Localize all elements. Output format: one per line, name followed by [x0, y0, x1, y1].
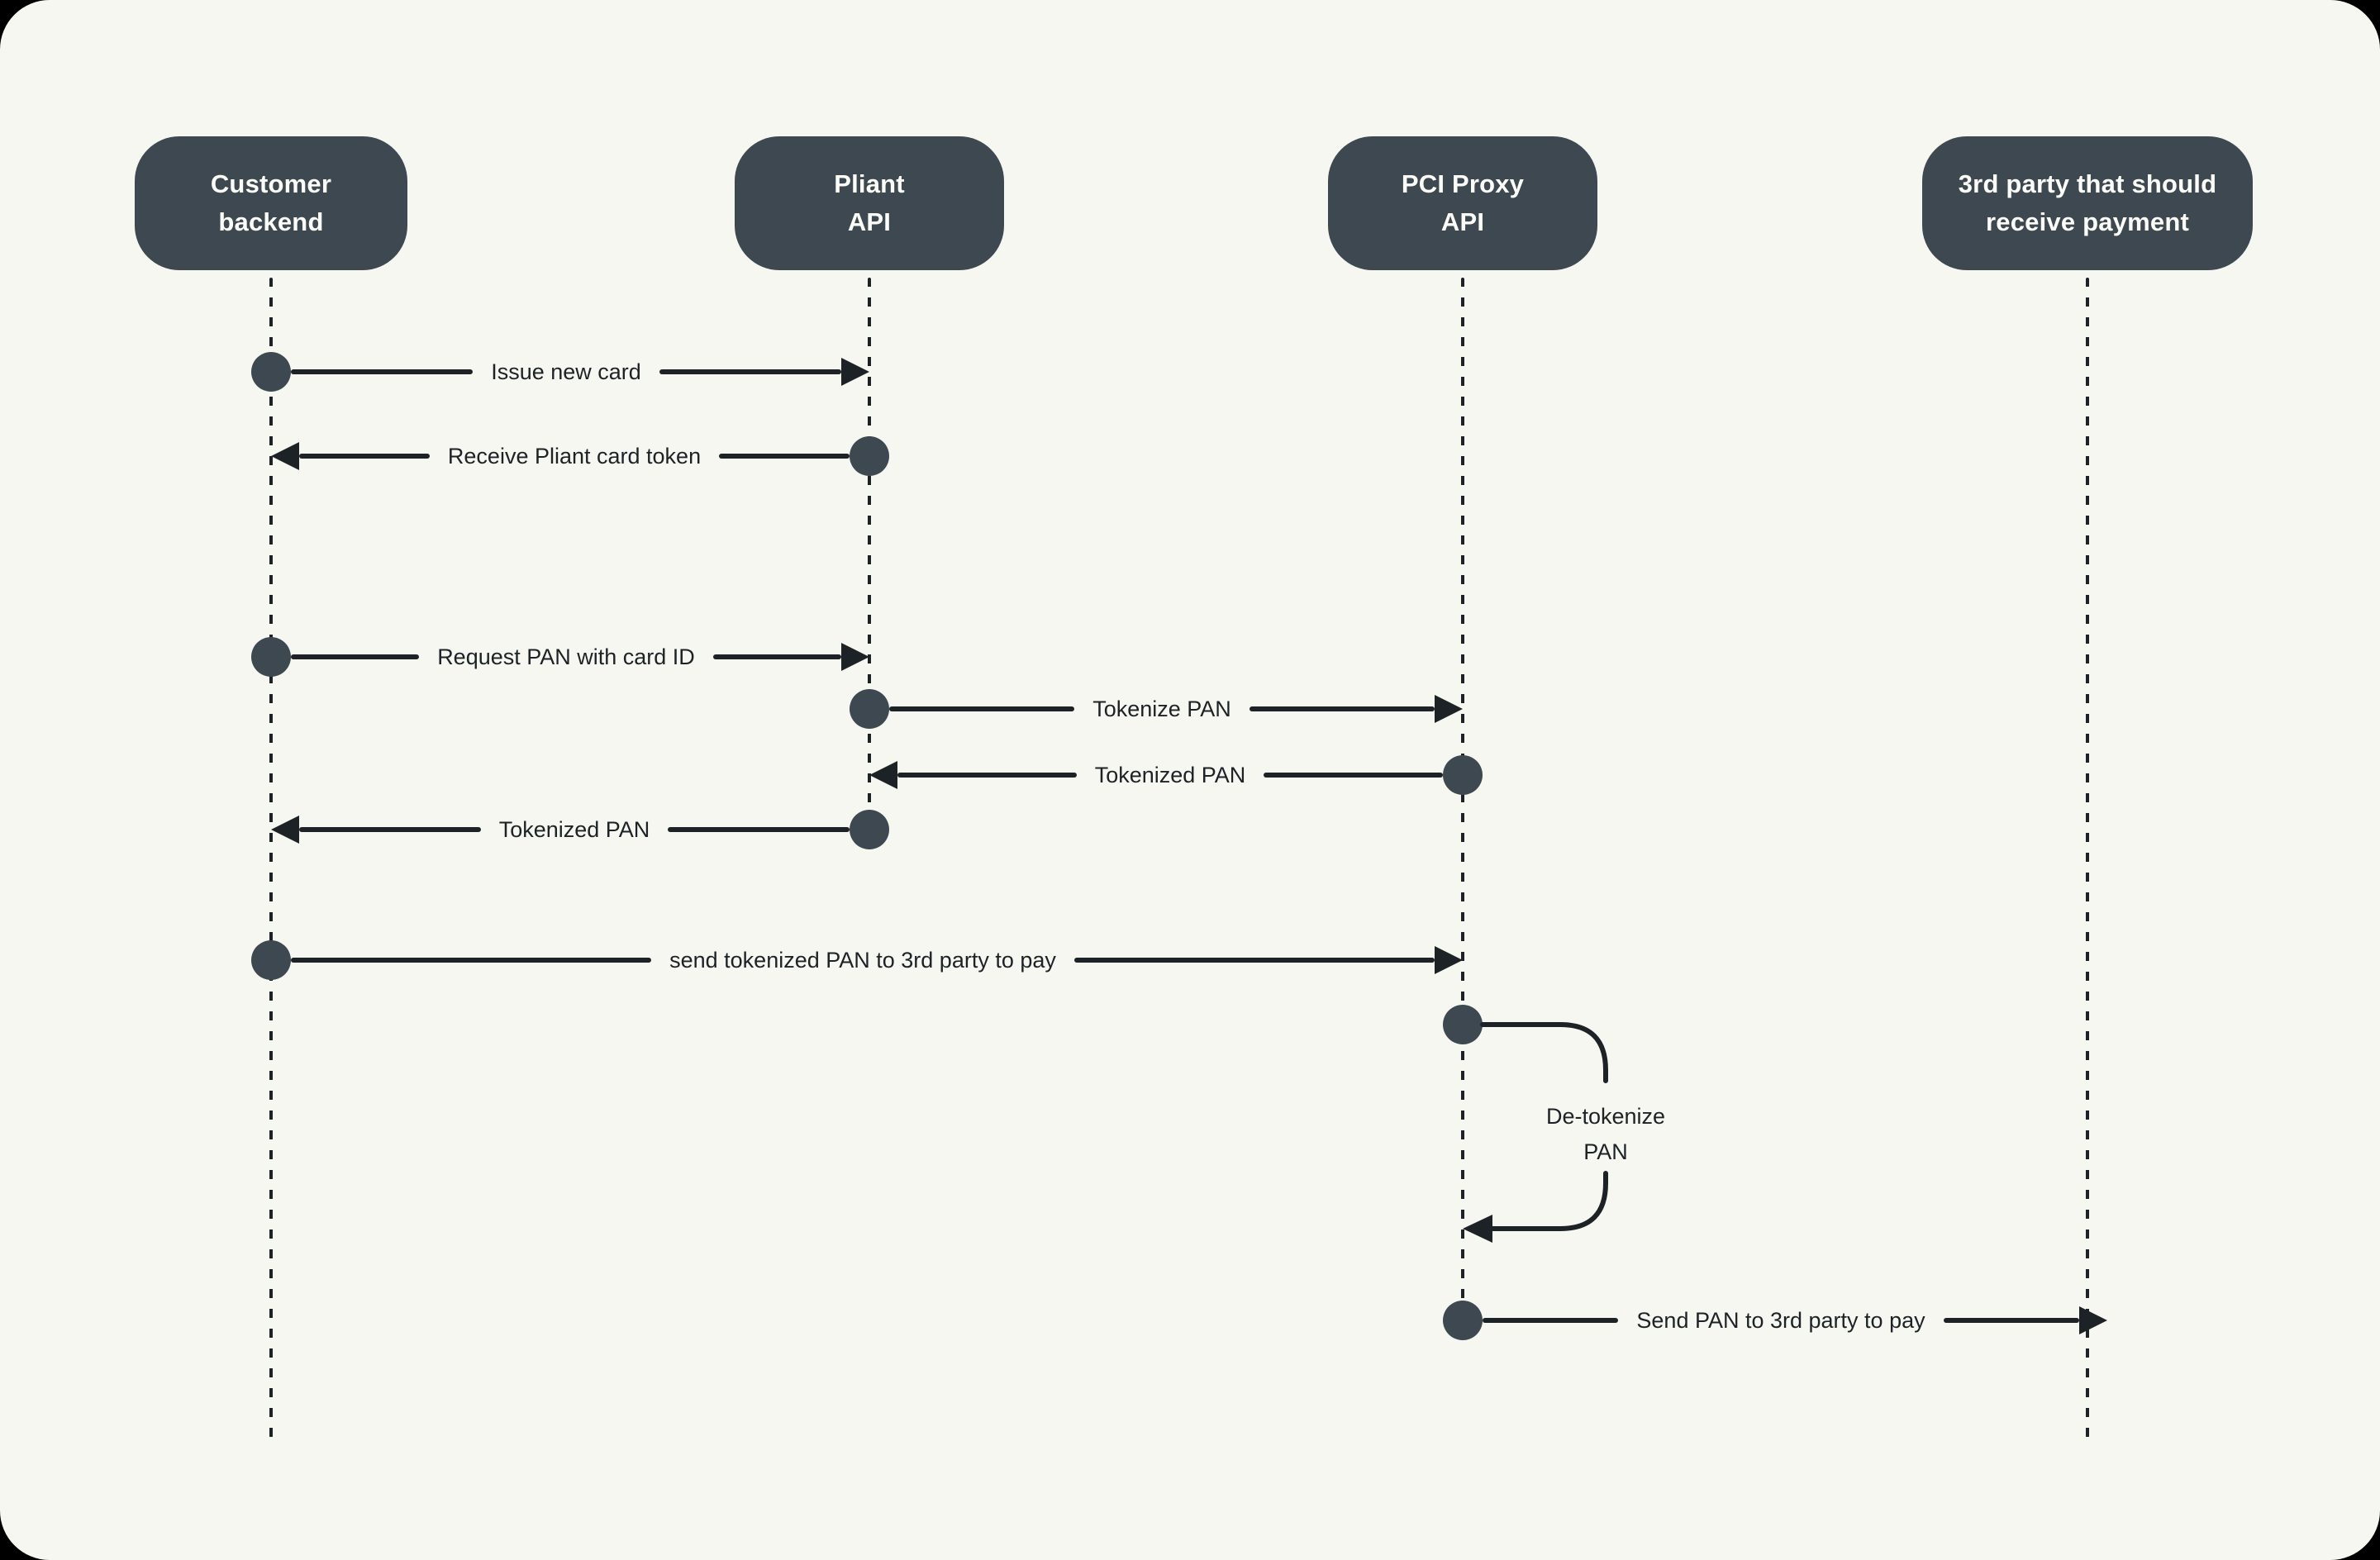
arrowhead-right-icon [841, 358, 869, 386]
message-line [889, 706, 1075, 711]
message-line [291, 958, 652, 963]
message-tokenized-pan-to-pliant: Tokenized PAN [869, 755, 1483, 795]
arrowhead-left-icon [271, 442, 299, 470]
message-line [1249, 706, 1435, 711]
lifeline-customer-backend [269, 278, 273, 1438]
arrowhead-left-icon [1463, 1215, 1492, 1243]
actor-third-party: 3rd party that should receive payment [1922, 136, 2253, 270]
message-line [897, 773, 1077, 778]
message-label: De-tokenize PAN [1545, 1104, 1666, 1165]
actor-label: Pliant API [834, 169, 905, 237]
message-receive-pliant-card-token: Receive Pliant card token [271, 436, 890, 476]
actor-label: Customer backend [210, 169, 332, 237]
message-start-dot [1443, 755, 1483, 795]
arrowhead-right-icon [1435, 946, 1463, 974]
message-tokenized-pan-to-customer: Tokenized PAN [271, 810, 889, 849]
self-loop-arrow [1463, 1022, 1608, 1243]
message-label: Issue new card [491, 359, 641, 384]
message-start-dot [1443, 1005, 1483, 1044]
message-label: Tokenize PAN [1092, 696, 1231, 721]
message-line [668, 827, 850, 832]
message-label: Tokenized PAN [498, 816, 650, 842]
message-send-pan-to-third-party: Send PAN to 3rd party to pay [1443, 1301, 2108, 1340]
actor-customer-backend: Customer backend [135, 136, 407, 270]
actor-pci-proxy-api: PCI Proxy API [1328, 136, 1597, 270]
message-line [299, 827, 481, 832]
message-line [712, 654, 841, 659]
message-request-pan-with-card-id: Request PAN with card ID [251, 637, 869, 677]
message-label: Tokenized PAN [1094, 762, 1246, 787]
message-tokenize-pan: Tokenize PAN [850, 689, 1464, 729]
message-line [1264, 773, 1443, 778]
message-start-dot [850, 689, 889, 729]
message-start-dot [251, 352, 291, 392]
message-line [1483, 1318, 1619, 1323]
message-line [291, 654, 420, 659]
message-send-tokenized-pan: send tokenized PAN to 3rd party to pay [251, 940, 1463, 980]
lifeline-pliant-api [868, 278, 871, 830]
message-label: Receive Pliant card token [447, 443, 702, 468]
message-line [719, 454, 850, 459]
message-start-dot [251, 940, 291, 980]
message-line [1943, 1318, 2080, 1323]
message-line [1073, 958, 1435, 963]
message-start-dot [1443, 1301, 1483, 1340]
message-issue-new-card: Issue new card [251, 352, 869, 392]
message-start-dot [850, 810, 889, 849]
arrowhead-left-icon [271, 816, 299, 844]
arrowhead-right-icon [841, 643, 869, 671]
lifeline-third-party [2086, 278, 2089, 1438]
message-start-dot [850, 436, 890, 476]
message-line [291, 369, 474, 374]
message-line [659, 369, 841, 374]
message-label: send tokenized PAN to 3rd party to pay [669, 947, 1056, 973]
actor-label: 3rd party that should receive payment [1958, 169, 2217, 237]
lifeline-pci-proxy-api [1461, 278, 1464, 1320]
message-label: Request PAN with card ID [437, 644, 695, 669]
actor-label: PCI Proxy API [1401, 169, 1525, 237]
message-start-dot [251, 637, 291, 677]
actor-pliant-api: Pliant API [735, 136, 1004, 270]
arrowhead-left-icon [869, 761, 897, 789]
arrowhead-right-icon [2079, 1306, 2108, 1334]
message-line [299, 454, 430, 459]
arrowhead-right-icon [1435, 695, 1464, 723]
message-label: Send PAN to 3rd party to pay [1636, 1307, 1925, 1333]
